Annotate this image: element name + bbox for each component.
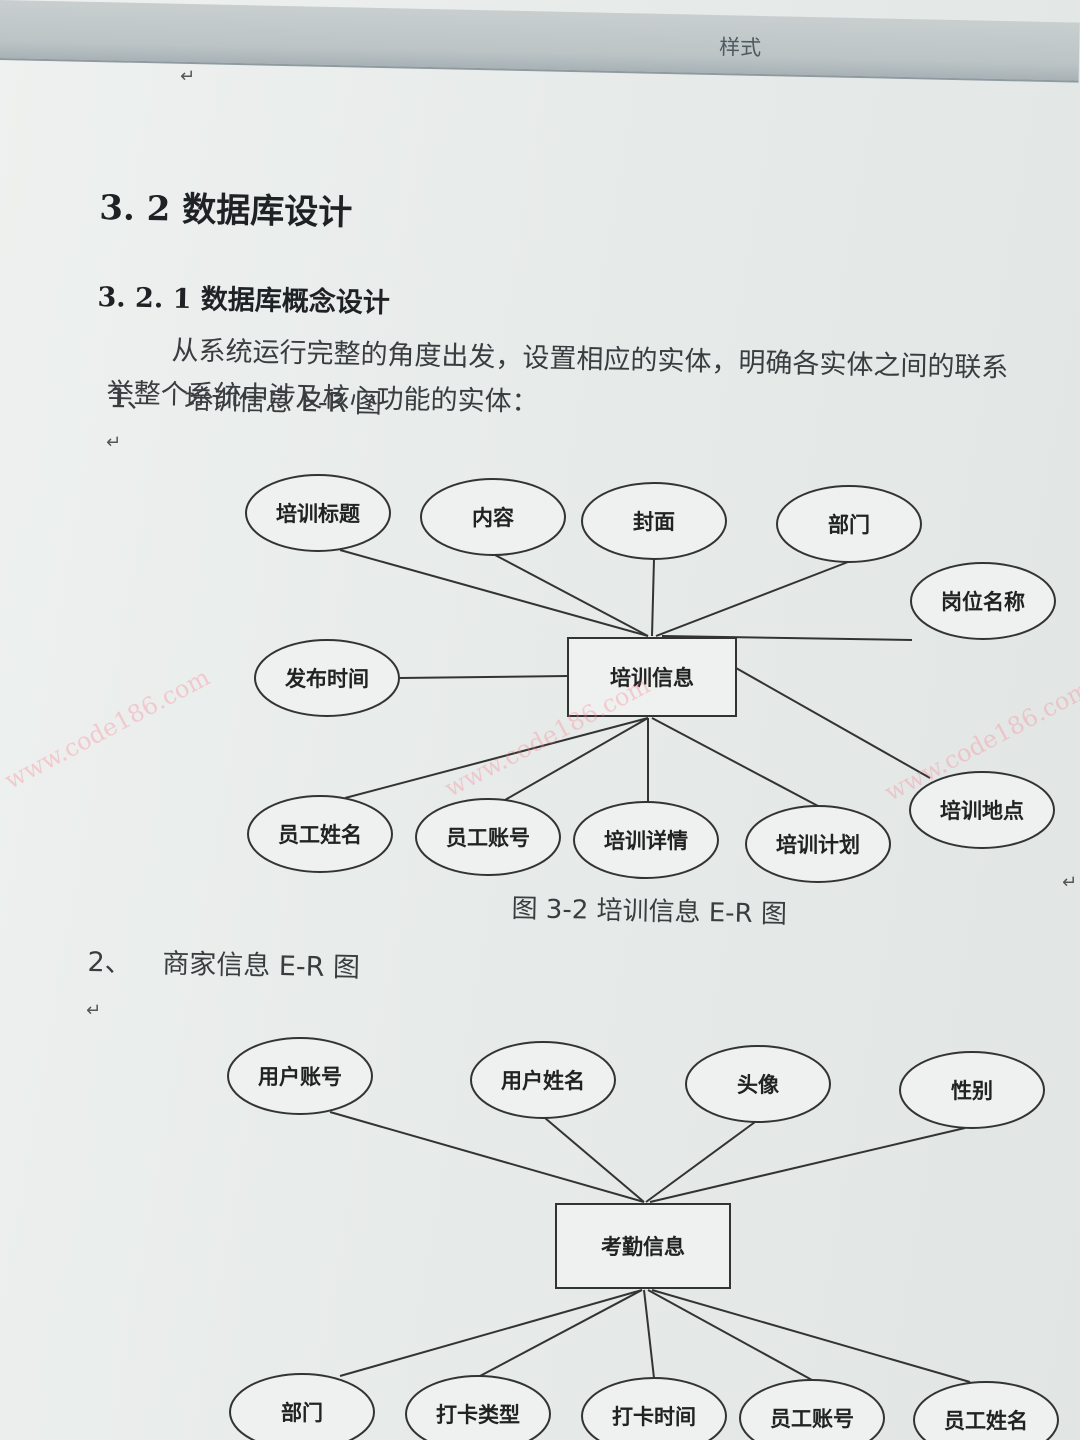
relationship-line (339, 549, 649, 637)
relationship-line (344, 717, 649, 799)
attribute-ellipse (470, 1041, 616, 1119)
paragraph-mark: ↵ (1062, 872, 1078, 893)
attribute-ellipse (415, 798, 561, 876)
relationship-line (661, 635, 913, 641)
relationship-line (494, 554, 649, 637)
relationship-line (735, 667, 931, 779)
attribute-label: 发布时间 (284, 667, 369, 691)
relationship-line (479, 1289, 643, 1377)
attribute-ellipse (254, 639, 400, 717)
attribute-label: 员工姓名 (944, 1409, 1028, 1433)
attribute-ellipse (420, 478, 566, 556)
relationship-line (647, 1289, 813, 1381)
attribute-ellipse (909, 771, 1055, 849)
attribute-label: 打卡类型 (436, 1403, 520, 1427)
attribute-ellipse (776, 485, 922, 563)
attribute-label: 用户账号 (258, 1065, 342, 1089)
attribute-ellipse (913, 1381, 1059, 1440)
relationship-line (655, 561, 849, 637)
paragraph-mark: ↵ (180, 66, 196, 87)
attribute-ellipse (247, 795, 393, 873)
entity-box (567, 637, 737, 717)
attribute-label: 员工账号 (770, 1407, 854, 1431)
attribute-label: 培训计划 (776, 833, 860, 857)
attribute-ellipse (739, 1379, 885, 1440)
attribute-ellipse (745, 805, 891, 883)
relationship-line (339, 1289, 643, 1377)
attribute-ellipse (229, 1373, 375, 1440)
relationship-line (504, 717, 649, 801)
attribute-label: 部门 (281, 1401, 323, 1425)
attribute-label: 部门 (828, 513, 870, 537)
relationship-line (544, 1117, 645, 1203)
attribute-ellipse (227, 1037, 373, 1115)
attribute-label: 打卡时间 (612, 1405, 696, 1429)
attribute-label: 员工姓名 (278, 823, 362, 847)
attribute-label: 性别 (951, 1079, 993, 1103)
relationship-line (645, 1121, 756, 1203)
attribute-label: 头像 (737, 1073, 780, 1097)
attribute-label: 培训地点 (940, 799, 1024, 823)
attribute-ellipse (899, 1051, 1045, 1129)
attribute-ellipse (573, 801, 719, 879)
attribute-ellipse (910, 562, 1056, 640)
paragraph-mark: ↵ (106, 432, 122, 453)
relationship-line (649, 1127, 966, 1203)
entity-label: 考勤信息 (601, 1235, 685, 1259)
relationship-line (643, 1289, 655, 1379)
paragraph-mark: ↵ (86, 1000, 102, 1021)
relationship-line (651, 717, 819, 807)
attribute-ellipse (405, 1375, 551, 1440)
relationship-line (651, 558, 655, 637)
document-page[interactable]: ↵ 3. 2 数据库设计 3. 2. 1 数据库概念设计 从系统运行完整的角度出… (0, 60, 1080, 1440)
attribute-label: 岗位名称 (941, 590, 1025, 614)
entity-label: 培训信息 (610, 666, 694, 690)
attribute-label: 培训详情 (604, 829, 688, 853)
relationship-line (398, 675, 569, 679)
attribute-label: 培训标题 (276, 502, 361, 526)
attribute-label: 封面 (633, 510, 675, 534)
entity-box (555, 1203, 731, 1289)
relationship-line (329, 1111, 645, 1203)
attribute-ellipse (685, 1045, 831, 1123)
attribute-label: 内容 (472, 506, 514, 530)
figure-caption: 图 3-2 培训信息 E-R 图 (511, 893, 788, 930)
attribute-ellipse (581, 482, 727, 560)
relationship-line (651, 1289, 971, 1383)
attribute-ellipse (581, 1377, 727, 1440)
attribute-label: 员工账号 (446, 826, 530, 850)
attribute-ellipse (245, 474, 391, 552)
attribute-label: 用户姓名 (501, 1069, 585, 1093)
